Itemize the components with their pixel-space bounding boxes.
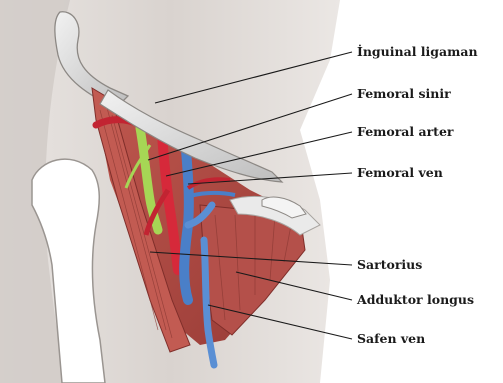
label-femoral-artery: Femoral arter (357, 124, 454, 139)
label-sartorius: Sartorius (357, 257, 422, 272)
label-femoral-nerve: Femoral sinir (357, 86, 451, 101)
label-femoral-vein: Femoral ven (357, 165, 443, 180)
label-inguinal-ligament: İnguinal ligaman (357, 44, 478, 59)
label-adductor-longus: Adduktor longus (356, 292, 474, 307)
label-saphenous-vein: Safen ven (357, 331, 425, 346)
